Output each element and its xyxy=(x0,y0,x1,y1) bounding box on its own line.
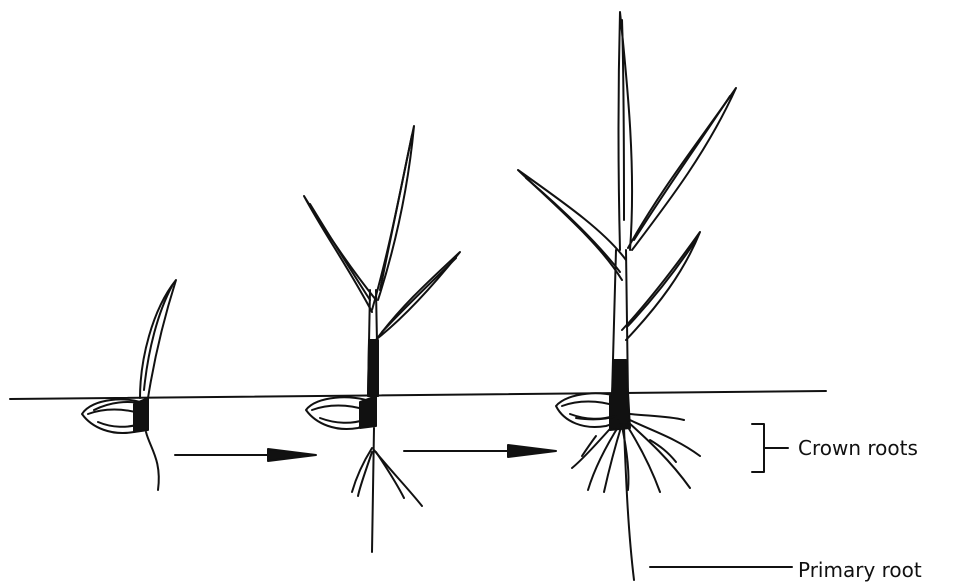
crown-roots-label: Crown roots xyxy=(798,436,918,460)
soil-surface-line xyxy=(10,391,826,399)
arrow-2 xyxy=(404,445,556,457)
seedling-stage-3 xyxy=(518,12,736,580)
shoot-stage-1 xyxy=(140,280,176,398)
roots-stage-2 xyxy=(352,428,422,552)
root-stage-1 xyxy=(146,432,159,490)
seed-stage-1 xyxy=(82,398,148,433)
arrow-1 xyxy=(175,449,316,461)
leaves-stage-2 xyxy=(304,126,460,340)
crown-roots-bracket xyxy=(752,424,788,472)
seedling-stage-2 xyxy=(304,126,460,552)
primary-root-label: Primary root xyxy=(798,558,922,582)
seedling-stage-1 xyxy=(82,280,176,490)
primary-root-stage-3 xyxy=(624,428,634,580)
seed-stage-2 xyxy=(306,396,376,429)
